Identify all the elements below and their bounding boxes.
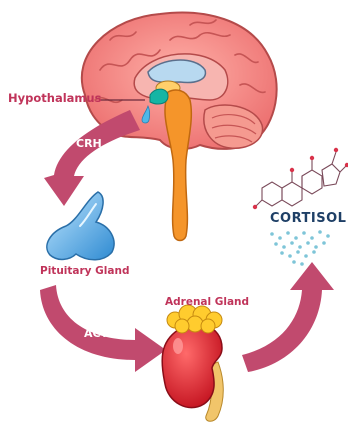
crh-arrow-label: CRH (76, 138, 102, 149)
molecule-atoms (253, 148, 348, 209)
cortisol-label: CORTISOL (270, 212, 346, 225)
pituitary-gland-label: Pituitary Gland (40, 266, 129, 277)
cortisol-arrow (242, 262, 334, 372)
cortisol-particles (270, 230, 330, 266)
adrenal-gland-label: Adrenal Gland (165, 297, 249, 308)
cortisol-molecule-icon (256, 152, 346, 206)
pituitary-gland-illustration (47, 192, 114, 260)
adrenal-gland-illustration (162, 305, 223, 421)
crh-arrow (44, 110, 140, 206)
hypothalamus-label: Hypothalamus (8, 93, 101, 105)
acth-arrow-label: ACTH (84, 328, 117, 339)
